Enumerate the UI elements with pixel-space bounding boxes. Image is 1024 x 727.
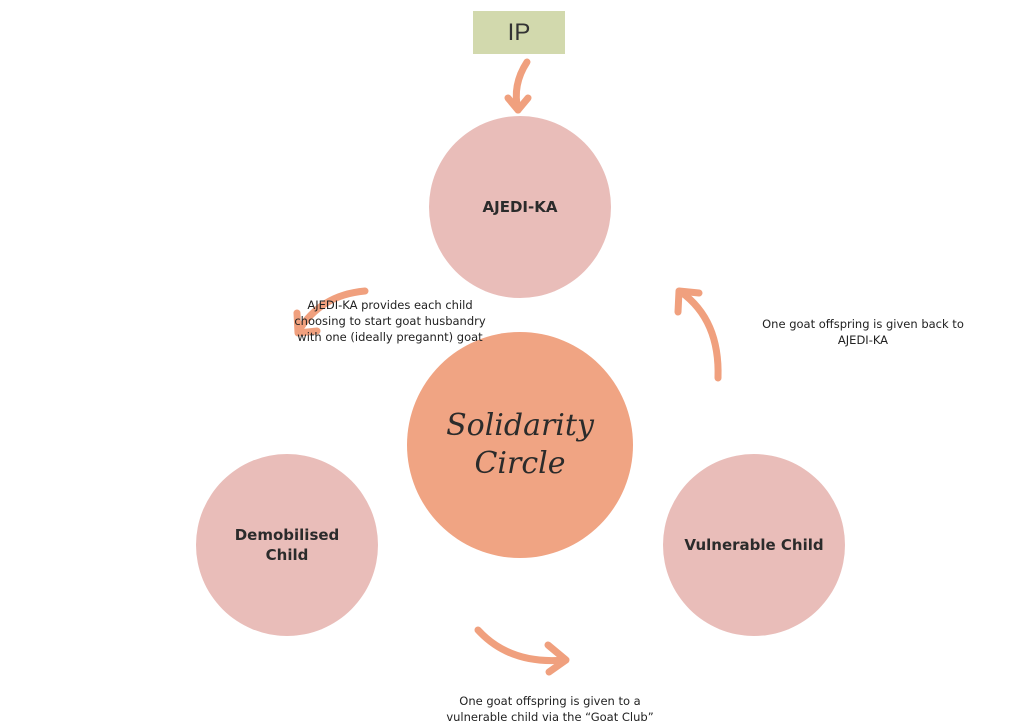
node-solidarity-circle: Solidarity Circle [407, 332, 633, 558]
node-ajedi-ka: AJEDI-KA [429, 116, 611, 298]
center-label: Solidarity Circle [446, 408, 594, 481]
annotation-left: AJEDI-KA provides each child choosing to… [294, 298, 486, 344]
node-vulnerable-child-label: Vulnerable Child [684, 536, 824, 554]
node-demobilised-child-label: Demobilised Child [234, 526, 340, 564]
node-ajedi-ka-label: AJEDI-KA [482, 198, 558, 216]
ip-box: IP [473, 11, 565, 54]
annotation-right: One goat offspring is given back to AJED… [762, 317, 964, 347]
node-demobilised-child: Demobilised Child [196, 454, 378, 636]
annotation-bottom: One goat offspring is given to a vulnera… [446, 694, 654, 724]
ip-label: IP [507, 18, 531, 46]
arrow-ip-to-ajedi [504, 58, 532, 114]
arrow-ajedi-to-demobilised [293, 287, 369, 337]
arrow-demobilised-to-vulnerable [474, 626, 570, 676]
arrow-vulnerable-to-ajedi [674, 287, 722, 382]
node-vulnerable-child: Vulnerable Child [663, 454, 845, 636]
